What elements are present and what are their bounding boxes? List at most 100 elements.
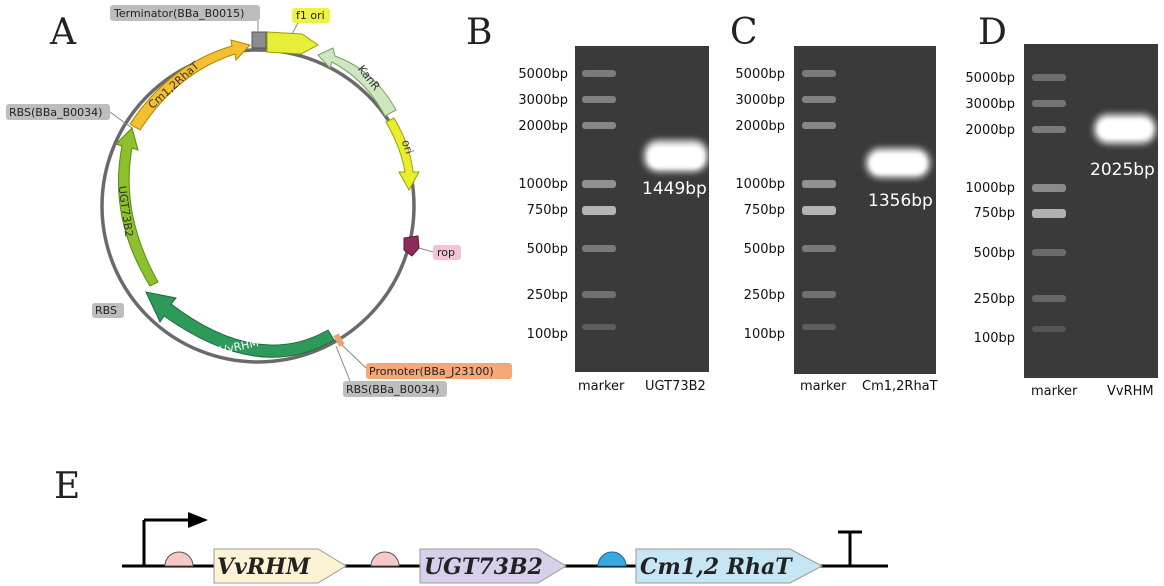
f1-ori-tag-label: f1 ori bbox=[296, 9, 325, 22]
gel-b-product-band bbox=[644, 140, 708, 172]
gel-b-ladder-band bbox=[582, 245, 616, 252]
gel-c-lane-marker: marker bbox=[800, 379, 847, 394]
gel-d-ladder-label: 5000bp bbox=[965, 71, 1015, 86]
panel-letter-c: C bbox=[730, 12, 758, 53]
gel-d-lane-sample: VvRHM bbox=[1107, 384, 1154, 399]
rbs-top-leader bbox=[109, 111, 133, 129]
gel-c-ladder-band bbox=[802, 180, 836, 188]
gel-c-ladder-label: 5000bp bbox=[735, 67, 785, 82]
ori-label: ori bbox=[399, 138, 416, 156]
rbs-3-icon bbox=[597, 551, 627, 567]
gel-b-ladder-label: 1000bp bbox=[518, 177, 568, 192]
gel-b-ladder bbox=[582, 70, 616, 330]
gel-b-ladder-band bbox=[582, 206, 616, 215]
gel-d-ladder-label: 2000bp bbox=[965, 123, 1015, 138]
gel-c-ladder-band bbox=[802, 291, 836, 298]
promoter-tag-label: Promoter(BBa_J23100) bbox=[369, 365, 494, 378]
rop-tag bbox=[433, 245, 461, 260]
gel-d-lane-marker: marker bbox=[1031, 384, 1078, 399]
gel-c-ladder bbox=[802, 70, 836, 330]
rbs-1-icon bbox=[164, 551, 194, 567]
plasmid-backbone bbox=[100, 48, 416, 364]
rbs-bottom-tag bbox=[343, 381, 447, 397]
promoter-arrow-icon bbox=[142, 512, 208, 566]
gene-ugt73b2-label: UGT73B2 bbox=[424, 554, 543, 580]
gel-d-ladder-band bbox=[1032, 295, 1066, 302]
gel-c-ladder-label: 250bp bbox=[744, 288, 785, 303]
ori-segment bbox=[385, 117, 420, 192]
rop-leader bbox=[418, 247, 434, 253]
terminator-tag-label: Terminator(BBa_B0015) bbox=[113, 7, 244, 20]
gel-c-band-size: 1356bp bbox=[868, 191, 933, 211]
promoter-leader bbox=[341, 344, 367, 369]
gene-cm12rhat-label: Cm1,2 RhaT bbox=[640, 554, 793, 580]
gel-c-ladder-band bbox=[802, 96, 836, 103]
gel-d-ladder-label: 500bp bbox=[974, 246, 1015, 261]
gel-c-ladder-label: 100bp bbox=[744, 327, 785, 342]
gel-panel-b: 1449bp 5000bp 3000bp 2000bp 1000bp 750bp… bbox=[518, 46, 709, 394]
gel-d-ladder-band bbox=[1032, 326, 1066, 332]
f1-ori-tag bbox=[292, 8, 330, 23]
gel-b-lane-marker: marker bbox=[578, 379, 625, 394]
gel-c-product-band bbox=[866, 148, 930, 178]
gel-d-ladder-band bbox=[1032, 74, 1066, 81]
cm-rhat-label: Cm1,2RhaT bbox=[146, 59, 202, 112]
f1-ori-leader bbox=[291, 22, 299, 35]
gel-b-ladder-label: 3000bp bbox=[518, 93, 568, 108]
gel-b-ladder-band bbox=[582, 324, 616, 330]
gel-b-ladder-label: 100bp bbox=[527, 327, 568, 342]
gel-c-ladder-band bbox=[802, 70, 836, 77]
gel-c-ladder-band bbox=[802, 324, 836, 330]
gel-c-lane-sample: Cm1,2RhaT bbox=[862, 379, 938, 394]
panel-letter-b: B bbox=[466, 12, 492, 53]
gel-d-ladder-label: 750bp bbox=[974, 206, 1015, 221]
gel-d-ladder-label: 250bp bbox=[974, 292, 1015, 307]
gel-b-ladder-band bbox=[582, 96, 616, 103]
rbs-left-tag-label: RBS bbox=[95, 304, 117, 317]
rbs-2-icon bbox=[370, 551, 400, 567]
gel-d-ladder-label: 100bp bbox=[974, 331, 1015, 346]
construct-diagram: VvRHM UGT73B2 Cm1,2 RhaT bbox=[122, 512, 888, 584]
gel-d-ladder-band bbox=[1032, 126, 1066, 133]
gel-d-ladder-band bbox=[1032, 184, 1066, 192]
gel-b-ladder-label: 5000bp bbox=[518, 67, 568, 82]
gel-panel-d: 2025bp 5000bp 3000bp 2000bp 1000bp 750bp… bbox=[965, 44, 1158, 399]
terminator-icon bbox=[838, 530, 862, 566]
gel-c-ladder-label: 500bp bbox=[744, 242, 785, 257]
gel-c-ladder-label: 2000bp bbox=[735, 119, 785, 134]
panel-letter-d: D bbox=[978, 12, 1007, 53]
gel-d-band-size: 2025bp bbox=[1090, 160, 1155, 180]
terminator-tag bbox=[110, 5, 260, 21]
rbs-bottom-leader bbox=[335, 345, 351, 382]
gel-d-ladder-band bbox=[1032, 209, 1066, 218]
gene-ugt73b2-block bbox=[419, 548, 567, 584]
vvrhm-segment bbox=[145, 291, 335, 358]
cm-rhat-segment bbox=[129, 39, 251, 131]
gel-c-ladder-label: 3000bp bbox=[735, 93, 785, 108]
gel-b-ladder-band bbox=[582, 180, 616, 188]
gene-cm12rhat-block bbox=[635, 548, 824, 584]
gel-c-ladder-label: 750bp bbox=[744, 203, 785, 218]
gel-b-ladder-label: 2000bp bbox=[518, 119, 568, 134]
promoter-mark bbox=[333, 333, 345, 347]
gel-d-ladder-band bbox=[1032, 249, 1066, 256]
gel-b-ladder-band bbox=[582, 291, 616, 298]
rop-tag-label: rop bbox=[437, 246, 455, 259]
promoter-tag bbox=[366, 363, 512, 379]
gel-c-ladder-band bbox=[802, 245, 836, 252]
panel-letter-e: E bbox=[54, 466, 80, 507]
gel-b-ladder-band bbox=[582, 122, 616, 129]
gel-b-ladder-label: 750bp bbox=[527, 203, 568, 218]
gel-b-ladder-band bbox=[582, 70, 616, 77]
panel-letter-a: A bbox=[49, 12, 77, 53]
gel-b-ladder-label: 500bp bbox=[527, 242, 568, 257]
gel-panel-c: 1356bp 5000bp 3000bp 2000bp 1000bp 750bp… bbox=[735, 46, 938, 394]
gene-vvrhm-block bbox=[213, 548, 347, 584]
gel-c-ladder-label: 1000bp bbox=[735, 177, 785, 192]
gel-b-lane-sample: UGT73B2 bbox=[645, 379, 706, 394]
rbs-top-tag bbox=[6, 104, 110, 120]
kanr-segment bbox=[317, 47, 397, 117]
gel-b-band-size: 1449bp bbox=[642, 179, 707, 199]
gel-c-ladder-band bbox=[802, 206, 836, 215]
gel-d-ladder-band bbox=[1032, 100, 1066, 107]
